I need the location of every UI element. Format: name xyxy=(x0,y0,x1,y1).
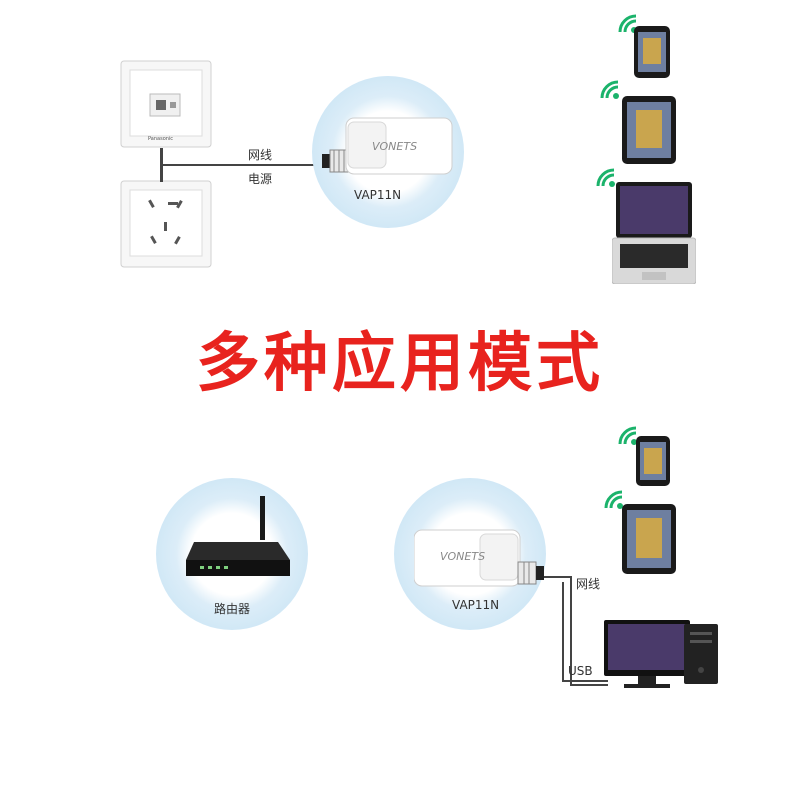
router-label: 路由器 xyxy=(214,602,251,616)
wifi-adapter-icon xyxy=(322,117,453,175)
desktop-monitor-icon xyxy=(604,620,690,688)
network-cable xyxy=(570,576,572,684)
adapter-logo-text: VONETS xyxy=(440,550,486,563)
adapter-logo-text: VONETS xyxy=(372,140,418,153)
tablet-icon xyxy=(622,96,676,164)
headline: 多种应用模式 xyxy=(196,327,604,401)
tablet-icon xyxy=(622,504,676,574)
panel-brand-text: Panasonic xyxy=(148,136,174,142)
router-icon xyxy=(186,496,290,576)
cable-label-usb: USB xyxy=(568,664,593,678)
network-cable xyxy=(562,582,564,680)
wifi-icon xyxy=(604,490,623,509)
wifi-adapter-icon xyxy=(414,529,544,587)
network-cable xyxy=(160,164,326,166)
wifi-icon xyxy=(596,168,615,187)
cable-label-network: 网线 xyxy=(248,148,273,162)
cable-label-power: 电源 xyxy=(248,172,273,186)
ethernet-wall-plate-icon xyxy=(120,60,212,148)
adapter-label: VAP11N xyxy=(354,188,402,202)
wall-socket-icon xyxy=(120,180,212,268)
network-cable xyxy=(544,576,570,578)
wifi-icon xyxy=(600,80,619,99)
laptop-icon xyxy=(612,182,696,284)
usb-cable xyxy=(562,680,608,682)
adapter-label: VAP11N xyxy=(452,598,500,612)
phone-icon xyxy=(634,26,670,78)
usb-cable xyxy=(570,684,608,686)
pc-tower-icon xyxy=(684,624,718,684)
cable-label-network: 网线 xyxy=(576,577,601,591)
wifi-icon xyxy=(618,426,637,445)
phone-icon xyxy=(636,436,670,486)
